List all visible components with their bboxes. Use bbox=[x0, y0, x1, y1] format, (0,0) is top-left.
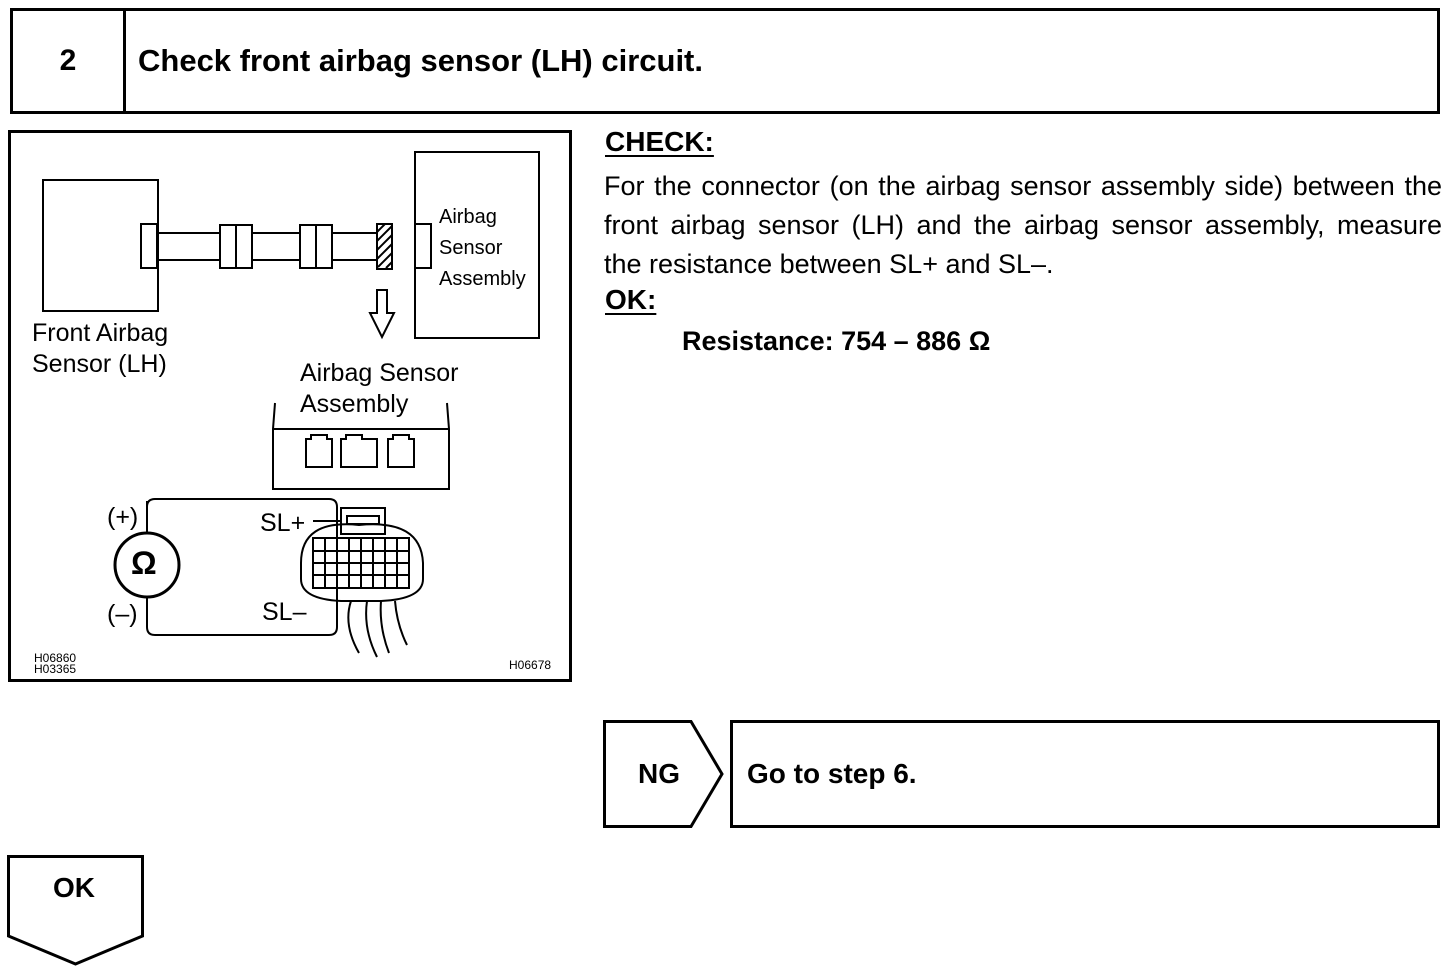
wire-bundle bbox=[347, 600, 360, 654]
assembly-label-line2: Assembly bbox=[300, 390, 409, 418]
down-arrow-icon bbox=[368, 289, 396, 340]
harness-connector-2a bbox=[299, 224, 317, 269]
ok-label: OK bbox=[53, 872, 95, 903]
connector-socket-1 bbox=[305, 434, 333, 468]
step-header: 2 Check front airbag sensor (LH) circuit… bbox=[10, 8, 1440, 114]
step-title: Check front airbag sensor (LH) circuit. bbox=[138, 43, 703, 78]
wiring-diagram bbox=[42, 151, 540, 658]
ng-label: NG bbox=[638, 758, 680, 789]
harness-connector-2b bbox=[315, 224, 333, 269]
ohm-symbol: Ω bbox=[131, 545, 157, 581]
figure-code-right: H06678 bbox=[509, 658, 552, 672]
front-sensor-connector bbox=[140, 223, 158, 269]
figure-code-left-2: H03365 bbox=[34, 662, 77, 676]
front-sensor-label-line2: Sensor (LH) bbox=[32, 350, 167, 378]
ng-action-box: Go to step 6. bbox=[730, 720, 1440, 828]
assembly-connector-block bbox=[272, 402, 450, 490]
assembly-box-line2: Sensor bbox=[439, 237, 503, 259]
ok-heading: OK: bbox=[605, 284, 657, 315]
ng-chevron-icon bbox=[603, 720, 724, 828]
front-sensor-label-line1: Front Airbag bbox=[32, 319, 169, 347]
check-heading: CHECK: bbox=[605, 126, 714, 157]
assembly-box-line3: Assembly bbox=[439, 268, 526, 290]
figure-code-left-1: H06860 bbox=[34, 651, 77, 665]
assembly-box-line1: Airbag bbox=[439, 206, 497, 228]
step-number: 2 bbox=[59, 44, 77, 77]
harness-connector-1b bbox=[235, 224, 253, 269]
ok-branch: OK bbox=[6, 854, 146, 968]
assembly-label-line1: Airbag Sensor bbox=[300, 359, 459, 387]
check-instructions: For the connector (on the airbag sensor … bbox=[604, 171, 1442, 279]
assembly-connector bbox=[414, 223, 432, 269]
wiring-figure: Front Airbag Sensor (LH) Airbag Sensor A… bbox=[8, 130, 572, 682]
connector-socket-3 bbox=[387, 434, 415, 468]
minus-terminal-label: (–) bbox=[107, 600, 138, 628]
sl-minus-label: SL– bbox=[262, 598, 307, 626]
resistance-spec: Resistance: 754 – 886 Ω bbox=[682, 326, 991, 356]
sensor-connector-face bbox=[300, 523, 424, 602]
plus-terminal-label: (+) bbox=[107, 503, 139, 531]
ng-branch: NG bbox=[603, 720, 725, 828]
ok-down-arrow-icon bbox=[7, 855, 144, 966]
step-number-cell: 2 bbox=[13, 11, 126, 111]
connector-socket-2 bbox=[340, 434, 378, 468]
harness-connector-1a bbox=[219, 224, 237, 269]
meter-circuit bbox=[146, 498, 338, 636]
sl-plus-label: SL+ bbox=[260, 509, 306, 537]
